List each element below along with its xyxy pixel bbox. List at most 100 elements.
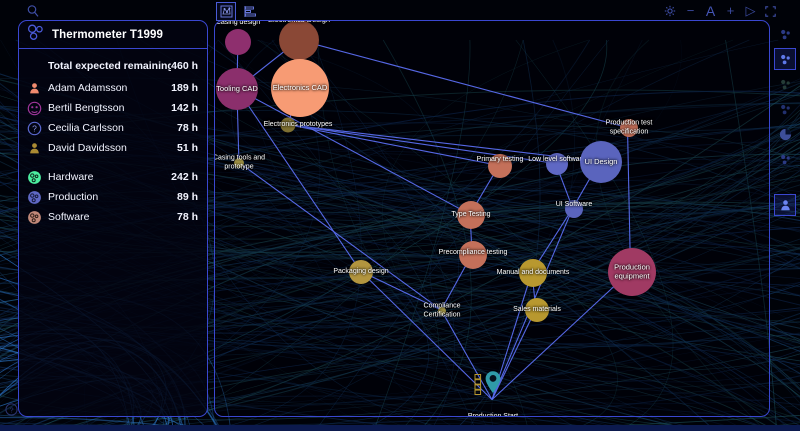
help-circle-icon[interactable]: ? xyxy=(5,403,18,421)
rail-item-rail-person[interactable] xyxy=(774,194,796,216)
graph-node[interactable] xyxy=(565,200,583,218)
person-icon xyxy=(26,140,42,156)
graph-node[interactable] xyxy=(459,241,487,269)
panel-header: Thermometer T1999 xyxy=(19,21,207,49)
list-separator xyxy=(26,158,198,167)
list-item[interactable]: Adam Adamsson 189 h xyxy=(26,78,198,98)
graph-edge xyxy=(287,124,500,167)
page-title: Thermometer T1999 xyxy=(52,28,163,41)
rail-item-rail-pie[interactable] xyxy=(774,123,796,145)
list-item[interactable]: ? Cecilia Carlsson 78 h xyxy=(26,118,198,138)
list-item[interactable]: David Davidsson 51 h xyxy=(26,138,198,158)
list-item[interactable]: Bertil Bengtsson 142 h xyxy=(26,98,198,118)
play-icon[interactable]: ▷ xyxy=(745,3,756,18)
list-item[interactable]: Software 78 h xyxy=(26,207,198,227)
person-icon xyxy=(780,199,790,210)
person-name: Adam Adamsson xyxy=(48,82,128,94)
view-tabs xyxy=(216,2,260,21)
zoom-out-button[interactable]: − xyxy=(686,3,695,18)
graph-node[interactable] xyxy=(279,21,319,60)
graph-node[interactable] xyxy=(608,248,656,296)
graph-nodes: Casing designElectronics DesignTooling C… xyxy=(215,21,769,416)
cluster-icon xyxy=(780,29,790,39)
graph-node[interactable] xyxy=(620,119,638,137)
graph-node[interactable] xyxy=(488,154,512,178)
fullscreen-icon[interactable] xyxy=(765,2,776,20)
graph-node-label: Production Start xyxy=(467,412,519,417)
dependency-graph-panel[interactable]: Casing designElectronics DesignTooling C… xyxy=(214,20,770,417)
tab-chart[interactable] xyxy=(240,2,260,21)
tab-graph[interactable] xyxy=(216,2,236,21)
graph-node-label: Electronics prototypes xyxy=(263,120,333,128)
list-item[interactable]: Production 89 h xyxy=(26,187,198,207)
gear-icon[interactable] xyxy=(664,2,676,20)
search-icon[interactable] xyxy=(26,4,40,23)
group-hours: 89 h xyxy=(176,191,198,203)
graph-edge xyxy=(238,162,442,311)
person-name: David Davidsson xyxy=(48,142,127,154)
graph-node[interactable] xyxy=(580,141,622,183)
cluster-icon xyxy=(780,154,790,164)
graph-edge xyxy=(360,270,493,401)
graph-node[interactable] xyxy=(546,153,568,175)
person-name: Bertil Bengtsson xyxy=(48,102,125,114)
graph-node[interactable] xyxy=(438,307,446,315)
person-name: Cecilia Carlsson xyxy=(48,122,124,134)
person-icon xyxy=(26,80,42,96)
cluster-icon xyxy=(780,54,790,64)
graph-edge xyxy=(360,270,442,311)
pie-chart-icon xyxy=(779,128,791,140)
group-hours: 78 h xyxy=(176,211,198,223)
group-name: Hardware xyxy=(48,171,94,183)
avatar-face-icon xyxy=(26,100,42,116)
graph-node[interactable] xyxy=(457,201,485,229)
graph-edge xyxy=(626,127,632,272)
right-icon-rail xyxy=(770,20,800,417)
graph-edge xyxy=(440,309,493,400)
graph-edge xyxy=(298,39,628,129)
rail-item-rail-cluster-1[interactable] xyxy=(774,23,796,45)
graph-node[interactable] xyxy=(271,59,329,117)
cluster-icon xyxy=(26,209,42,225)
graph-node[interactable] xyxy=(216,68,258,110)
svg-text:?: ? xyxy=(32,123,37,133)
total-value: 460 h xyxy=(171,60,198,72)
rail-item-rail-cluster-4[interactable] xyxy=(774,98,796,120)
cluster-icon xyxy=(780,79,790,89)
person-hours: 78 h xyxy=(176,122,198,134)
toolbar-controls: − A + ▷ xyxy=(664,2,776,20)
cluster-icon xyxy=(27,24,44,46)
group-name: Production xyxy=(48,191,99,203)
graph-node[interactable] xyxy=(225,29,251,55)
rail-item-rail-cluster-5[interactable] xyxy=(774,148,796,170)
top-toolbar: − A + ▷ xyxy=(0,0,800,24)
group-name: Software xyxy=(48,211,90,223)
total-remaining-work-row: Total expected remaining work: 460 h xyxy=(26,56,198,76)
map-pin-icon[interactable] xyxy=(484,370,502,399)
graph-node[interactable] xyxy=(349,260,373,284)
person-hours: 142 h xyxy=(171,102,198,114)
zoom-in-button[interactable]: + xyxy=(726,3,735,18)
graph-node[interactable] xyxy=(519,259,547,287)
person-hours: 51 h xyxy=(176,142,198,154)
cluster-icon xyxy=(26,189,42,205)
graph-node[interactable] xyxy=(525,298,549,322)
cluster-icon xyxy=(26,169,42,185)
milestone-stack-icon xyxy=(474,374,482,401)
svg-text:?: ? xyxy=(9,405,13,414)
graph-edge xyxy=(236,88,361,272)
rail-item-rail-cluster-2[interactable] xyxy=(774,48,796,70)
graph-node[interactable] xyxy=(234,158,244,168)
graph-node[interactable] xyxy=(280,117,296,133)
graph-edge xyxy=(287,124,556,165)
graph-edge xyxy=(287,124,600,163)
rail-item-rail-cluster-3[interactable] xyxy=(774,73,796,95)
person-hours: 189 h xyxy=(171,82,198,94)
graph-edge xyxy=(491,270,631,401)
list-item[interactable]: Hardware 242 h xyxy=(26,167,198,187)
cluster-icon xyxy=(780,104,790,114)
bottom-status-bar xyxy=(0,425,800,431)
group-hours: 242 h xyxy=(171,171,198,183)
font-size-label: A xyxy=(705,3,716,19)
